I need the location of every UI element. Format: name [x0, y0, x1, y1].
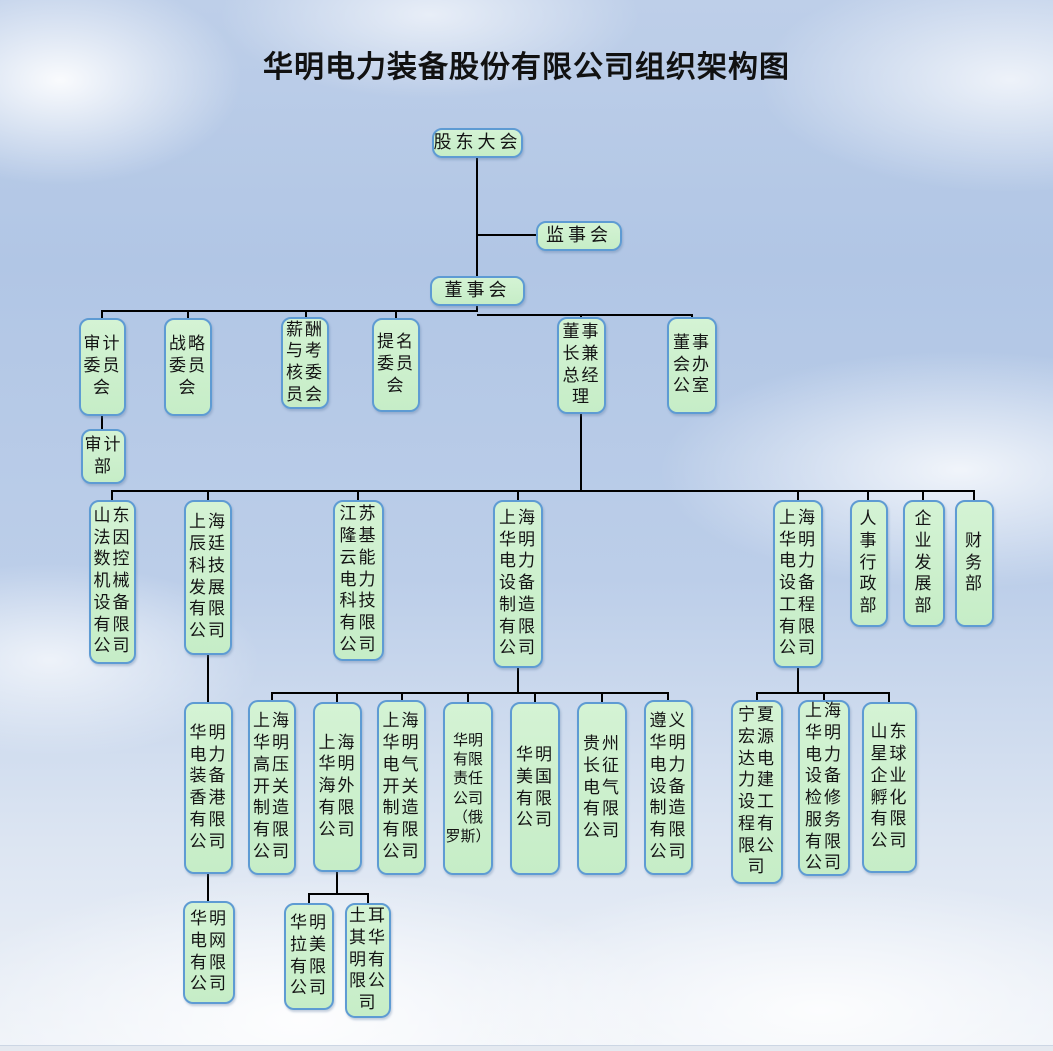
node-ningxia-hongyuanda: 宁夏 宏源 达电 力建 设工 程有 限公 司: [731, 700, 783, 884]
connector: [395, 310, 397, 319]
node-board-office: 董事 会办 公室: [667, 317, 717, 414]
connector: [534, 692, 536, 703]
node-hr-admin-dept: 人 事 行 政 部: [850, 500, 888, 627]
node-sh-maintenance: 上海 华明 电力 设备 检修 服务 有限 公司: [798, 700, 850, 876]
node-sh-overseas: 上海 华明 海外 有限 公司: [313, 702, 362, 872]
connector: [111, 490, 113, 501]
connector: [336, 692, 338, 703]
connector: [101, 415, 103, 430]
connector: [823, 692, 825, 701]
connector: [101, 310, 478, 312]
connector: [305, 310, 307, 319]
connector: [476, 157, 478, 278]
node-audit-committee: 审计 委员 会: [79, 318, 126, 416]
node-shandong-fain: 山东 法因 数控 机械 设备 有限 公司: [89, 500, 136, 664]
connector: [797, 490, 799, 501]
connector: [187, 310, 189, 319]
node-turkey-co: 土耳 其华 明有 限公 司: [345, 903, 391, 1018]
node-jiangsu-longji: 江苏 隆基 云能 电力 科技 有限 公司: [333, 500, 384, 661]
connector: [756, 692, 890, 694]
connector: [517, 490, 519, 501]
connector: [517, 667, 519, 693]
node-grid-co: 华明 电网 有限 公司: [183, 901, 235, 1004]
connector: [691, 314, 693, 318]
connector: [111, 490, 975, 492]
bottom-strip: [0, 1045, 1053, 1051]
node-chairman-gm: 董事 长兼 总经 理: [557, 317, 606, 414]
node-strategy-committee: 战略 委员 会: [164, 318, 212, 416]
node-compensation-committee: 薪酬 与考 核委 员会: [281, 317, 329, 409]
node-usa-co: 华明 美国 有限 公司: [510, 702, 560, 875]
connector: [308, 893, 310, 904]
connector: [401, 692, 403, 701]
connector: [888, 692, 890, 703]
connector: [207, 654, 209, 703]
connector: [308, 893, 369, 895]
node-russia-llc: 华明 有限 责任 公司 （俄 罗斯）: [443, 702, 493, 875]
connector: [601, 692, 603, 703]
connector: [797, 667, 799, 693]
connector: [580, 314, 582, 318]
connector: [467, 692, 469, 703]
connector: [336, 871, 338, 894]
node-shanghai-chenting: 上海 辰廷 科技 发展 有限 公司: [184, 500, 232, 655]
connector: [476, 304, 478, 312]
node-sh-electric-switch-mfg: 上海 华明 电气 开关 制造 有限 公司: [377, 700, 426, 875]
connector: [271, 692, 669, 694]
connector: [477, 314, 693, 316]
node-nomination-committee: 提名 委员 会: [372, 318, 420, 412]
connector: [477, 234, 537, 236]
node-audit-dept: 审计 部: [81, 429, 126, 484]
connector: [207, 490, 209, 501]
connector: [367, 893, 369, 904]
node-guizhou-changzheng: 贵州 长征 电气 有限 公司: [577, 702, 627, 875]
node-sh-hv-switch-mfg: 上海 华明 高压 开关 制造 有限 公司: [248, 700, 296, 875]
connector: [101, 310, 103, 319]
connector: [667, 692, 669, 701]
node-shandong-star: 山东 星球 企业 孵化 有限 公司: [862, 702, 917, 873]
connector: [922, 490, 924, 501]
node-hk-equip: 华明 电力 装备 香港 有限 公司: [184, 702, 233, 874]
node-shareholders-meeting: 股东大会: [432, 128, 523, 158]
connector: [867, 490, 869, 501]
connector: [756, 692, 758, 701]
connector: [271, 692, 273, 701]
node-supervisory-board: 监事会: [536, 221, 622, 251]
node-sh-equip-eng: 上海 华明 电力 设备 工程 有限 公司: [773, 500, 823, 668]
connector: [580, 412, 582, 492]
connector: [357, 490, 359, 501]
node-board-of-directors: 董事会: [430, 276, 525, 306]
node-enterprise-dev-dept: 企 业 发 展 部: [903, 500, 945, 627]
connector: [973, 490, 975, 501]
node-latam-co: 华明 拉美 有限 公司: [284, 903, 334, 1010]
connector: [207, 873, 209, 902]
node-zunyi-mfg: 遵义 华明 电力 设备 制造 有限 公司: [644, 700, 693, 875]
chart-title: 华明电力装备股份有限公司组织架构图: [263, 50, 790, 85]
node-finance-dept: 财 务 部: [955, 500, 994, 627]
node-sh-equip-mfg: 上海 华明 电力 设备 制造 有限 公司: [493, 500, 543, 668]
